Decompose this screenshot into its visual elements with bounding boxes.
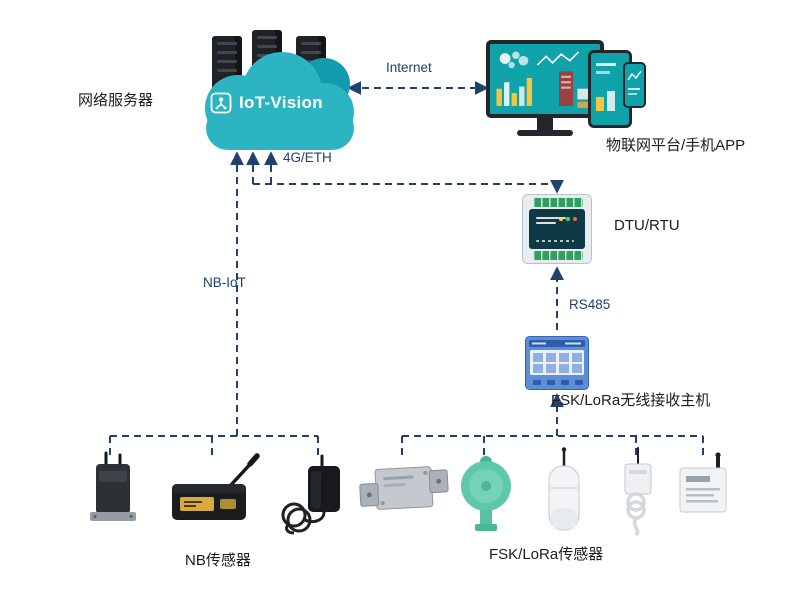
receiver-device	[525, 336, 589, 395]
monitor-screen	[486, 40, 604, 118]
fsk-sensor-green-icon	[461, 456, 511, 531]
fsk-sensor-coil	[606, 446, 666, 543]
cloud-brand-text: IoT-Vision	[239, 93, 323, 112]
cloud-shape-icon	[205, 52, 354, 150]
dtu-board	[529, 209, 585, 249]
platform-monitor	[486, 40, 604, 136]
tablet-screen-icon	[591, 53, 629, 125]
wan-label: 4G/ETH	[283, 150, 332, 165]
receiver-panel-icon	[525, 336, 589, 390]
iot-cloud: IoT-Vision	[186, 48, 364, 154]
fsk-sensor-cylinder-icon	[548, 447, 580, 531]
fsk-sensor-cylinder	[538, 446, 590, 543]
nb-group-label: NB传感器	[185, 552, 251, 569]
dtu-led-yellow	[559, 217, 563, 221]
dtu-terminal-block-bottom	[533, 251, 583, 260]
monitor-stand	[537, 118, 553, 130]
dashboard-screen-icon	[490, 45, 600, 113]
fsk-sensor-green	[455, 452, 517, 541]
dtu-led-red	[573, 217, 577, 221]
nbiot-label: NB-IoT	[203, 275, 246, 290]
receiver-label: FSK/LoRa无线接收主机	[551, 392, 711, 409]
phone-screen-icon	[625, 64, 644, 106]
fsk-sensor-box	[672, 452, 734, 533]
fsk-sensor-plate-icon	[359, 466, 449, 510]
nb-sensor-3-icon	[281, 454, 340, 535]
nb-sensor-3	[278, 452, 346, 541]
fsk-sensor-box-icon	[679, 452, 727, 513]
nb-sensor-2-icon	[172, 453, 260, 520]
platform-phone	[623, 62, 646, 108]
nb-sensor-1	[84, 450, 142, 539]
dtu-terminal-block-top	[533, 198, 583, 207]
cloud-brand: IoT-Vision	[210, 92, 323, 114]
rs485-label: RS485	[569, 297, 611, 312]
dtu-device	[522, 194, 592, 264]
nb-sensor-1-icon	[90, 451, 136, 521]
dtu-led-green	[566, 217, 570, 221]
iot-vision-logo-icon	[210, 92, 232, 114]
platform-label: 物联网平台/手机APP	[606, 137, 746, 154]
internet-label: Internet	[386, 60, 432, 75]
dtu-label: DTU/RTU	[614, 217, 680, 234]
fsk-sensor-plate	[356, 458, 454, 525]
nb-sensor-2	[168, 452, 264, 533]
network-server-label: 网络服务器	[78, 92, 154, 109]
monitor-base	[517, 130, 573, 136]
fsk-sensor-coil-icon	[624, 447, 652, 537]
fsk-group-label: FSK/LoRa传感器	[489, 546, 604, 563]
